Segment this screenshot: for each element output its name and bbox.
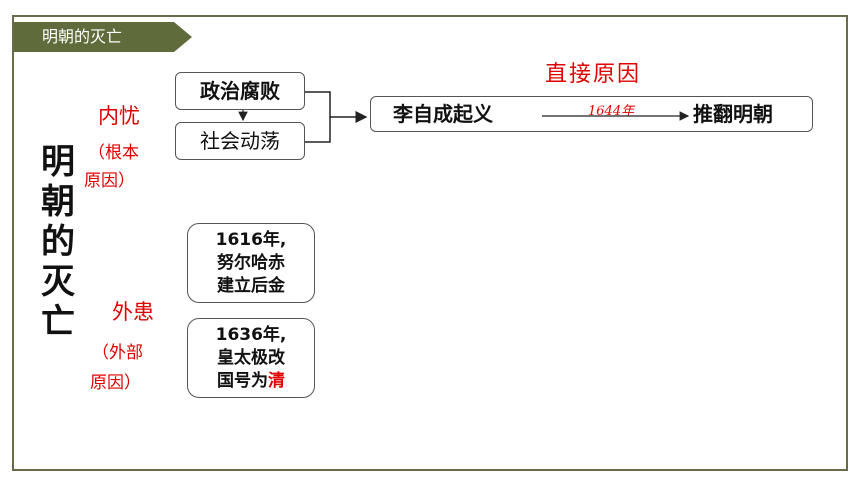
- slide-frame: [12, 15, 848, 471]
- title-tab: [14, 22, 192, 52]
- political-corruption-box: 政治腐败: [175, 72, 305, 110]
- side-title-char: 亡: [41, 302, 75, 342]
- social-unrest-box: 社会动荡: [175, 122, 305, 160]
- side-title-char: 朝: [41, 182, 75, 222]
- internal-paren-line1: （根本: [88, 143, 139, 163]
- li-zicheng-uprising: 李自成起义: [393, 102, 493, 126]
- qing-highlight: 清: [268, 371, 285, 391]
- box-line: 努尔哈赤: [217, 253, 285, 273]
- year-1644-label: 1644年: [588, 104, 635, 119]
- box-line: 1616年,: [215, 230, 287, 250]
- box-line: 建立后金: [217, 276, 285, 296]
- later-jin-box: 1616年, 努尔哈赤 建立后金: [187, 223, 315, 303]
- external-paren-line1: （外部: [92, 343, 143, 363]
- direct-cause-label: 直接原因: [545, 62, 642, 87]
- external-paren-line2: 原因）: [90, 373, 141, 393]
- internal-paren-line2: 原因）: [84, 171, 135, 191]
- side-title-char: 灭: [41, 262, 75, 302]
- box-line: 1636年,: [215, 325, 287, 345]
- external-label: 外患: [112, 300, 154, 324]
- bracket-connector: [305, 91, 331, 143]
- internal-label: 内忧: [98, 104, 140, 128]
- side-title-char: 明: [41, 142, 75, 182]
- slide-title: 明朝的灭亡: [42, 27, 123, 46]
- qing-box: 1636年, 皇太极改 国号为清: [187, 318, 315, 398]
- box-line: 国号为清: [188, 370, 314, 393]
- side-title-char: 的: [41, 222, 75, 262]
- direct-cause-box: 李自成起义 推翻明朝: [370, 96, 813, 132]
- box-line-prefix: 国号为: [217, 371, 268, 391]
- box-line: 皇太极改: [217, 348, 285, 368]
- side-title: 明 朝 的 灭 亡: [38, 142, 78, 342]
- overthrow-ming: 推翻明朝: [693, 102, 773, 126]
